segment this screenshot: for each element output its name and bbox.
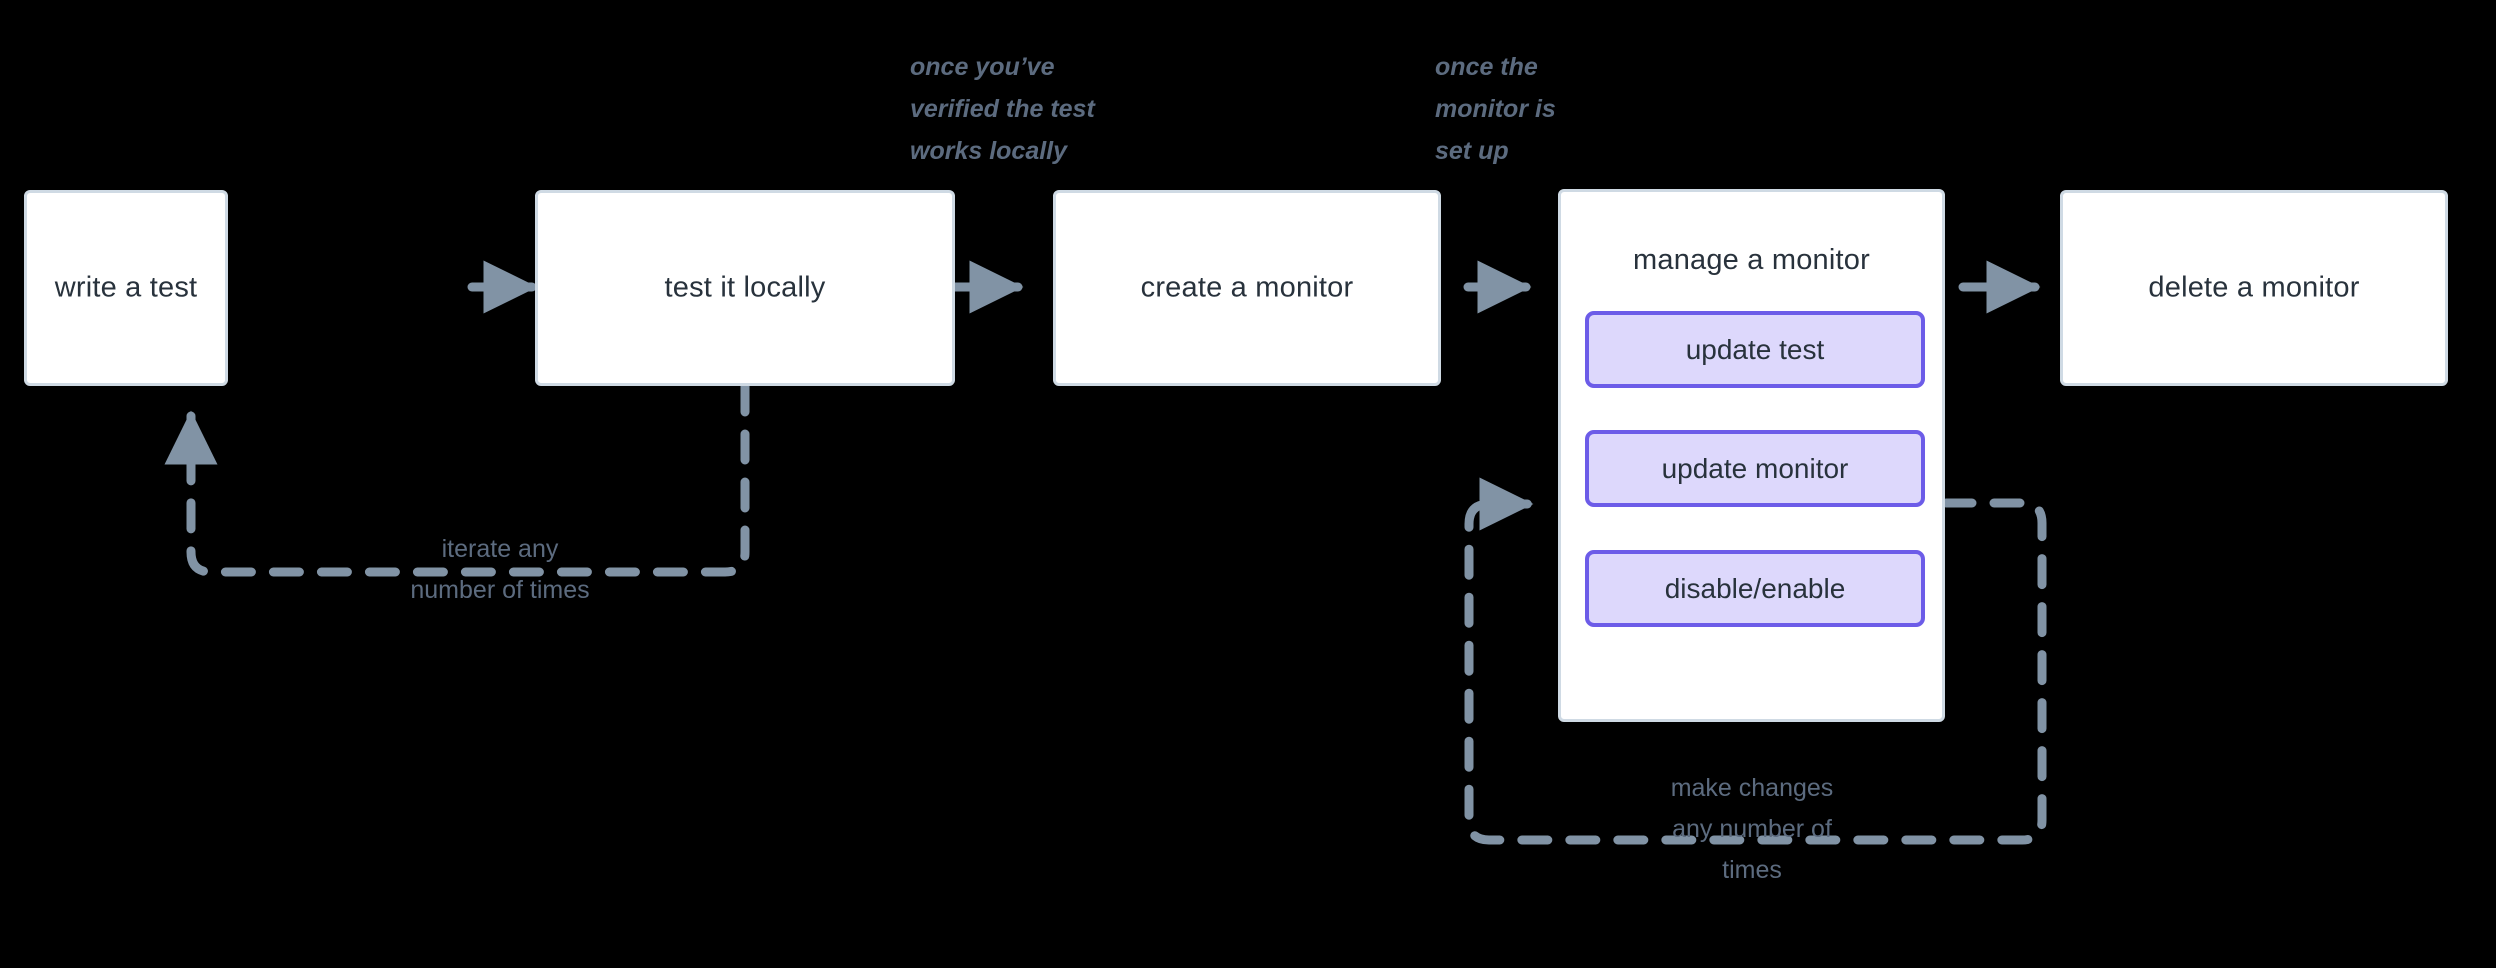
subnode-disable-enable[interactable]: disable/enable — [1585, 550, 1925, 627]
subnode-update-test[interactable]: update test — [1585, 311, 1925, 388]
edge-label-verified-locally: once you’ve verified the test works loca… — [910, 53, 1095, 165]
node-write-a-test-label: write a test — [54, 271, 198, 304]
node-test-it-locally[interactable]: test it locally — [535, 190, 955, 386]
node-delete-a-monitor-label: delete a monitor — [2148, 271, 2360, 304]
subnode-update-test-label: update test — [1685, 333, 1825, 365]
node-manage-a-monitor[interactable]: manage a monitor update test update moni… — [1558, 189, 1945, 722]
node-create-a-monitor[interactable]: create a monitor — [1053, 190, 1441, 386]
subnode-disable-enable-label: disable/enable — [1664, 572, 1846, 604]
edge-label-iterate-loop: iterate any number of times — [410, 535, 590, 604]
edge-label-monitor-set-up: once the monitor is set up — [1435, 53, 1556, 165]
edge-label-make-changes-loop: make changes any number of times — [1670, 774, 1834, 884]
subnode-update-monitor-label: update monitor — [1661, 452, 1849, 484]
node-create-a-monitor-label: create a monitor — [1140, 271, 1354, 304]
subnode-update-monitor[interactable]: update monitor — [1585, 430, 1925, 507]
node-write-a-test[interactable]: write a test — [24, 190, 228, 386]
node-delete-a-monitor[interactable]: delete a monitor — [2060, 190, 2448, 386]
node-manage-a-monitor-label: manage a monitor — [1633, 244, 1870, 276]
node-test-it-locally-label: test it locally — [664, 271, 826, 304]
